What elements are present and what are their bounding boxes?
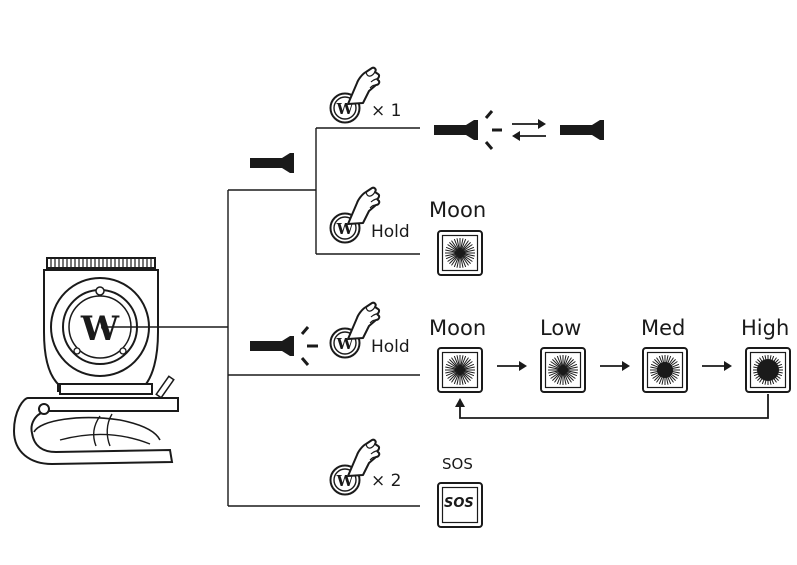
hold-label: Hold <box>371 222 410 242</box>
flashlight-on-icon <box>250 326 318 366</box>
moon-mode-icon <box>437 347 483 393</box>
branch-connector-lines <box>104 127 420 507</box>
high-mode-icon <box>745 347 791 393</box>
flashlight-device-illustration <box>43 257 159 392</box>
moon-mode-label: Moon <box>429 198 487 222</box>
med-mode-icon <box>642 347 688 393</box>
hold-label: Hold <box>371 337 410 357</box>
moon-mode-label: Moon <box>429 316 487 340</box>
mode-cycle-arrows <box>455 361 769 419</box>
low-mode-label: Low <box>540 316 582 340</box>
click-once-label: × 1 <box>371 101 402 121</box>
low-mode-icon <box>540 347 586 393</box>
sos-mode-icon <box>437 482 483 528</box>
high-mode-label: High <box>741 316 790 340</box>
device-logo-letter: W <box>80 309 120 349</box>
double-click-label: × 2 <box>371 471 402 491</box>
flashlight-toggle-on-off-icon <box>434 110 604 150</box>
med-mode-label: Med <box>641 316 686 340</box>
flashlight-off-icon <box>250 153 294 173</box>
belt-clip-illustration <box>12 375 179 466</box>
sos-badge-text: SOS <box>444 496 474 511</box>
sos-mode-label: SOS <box>442 455 473 473</box>
moon-mode-icon <box>437 230 483 276</box>
